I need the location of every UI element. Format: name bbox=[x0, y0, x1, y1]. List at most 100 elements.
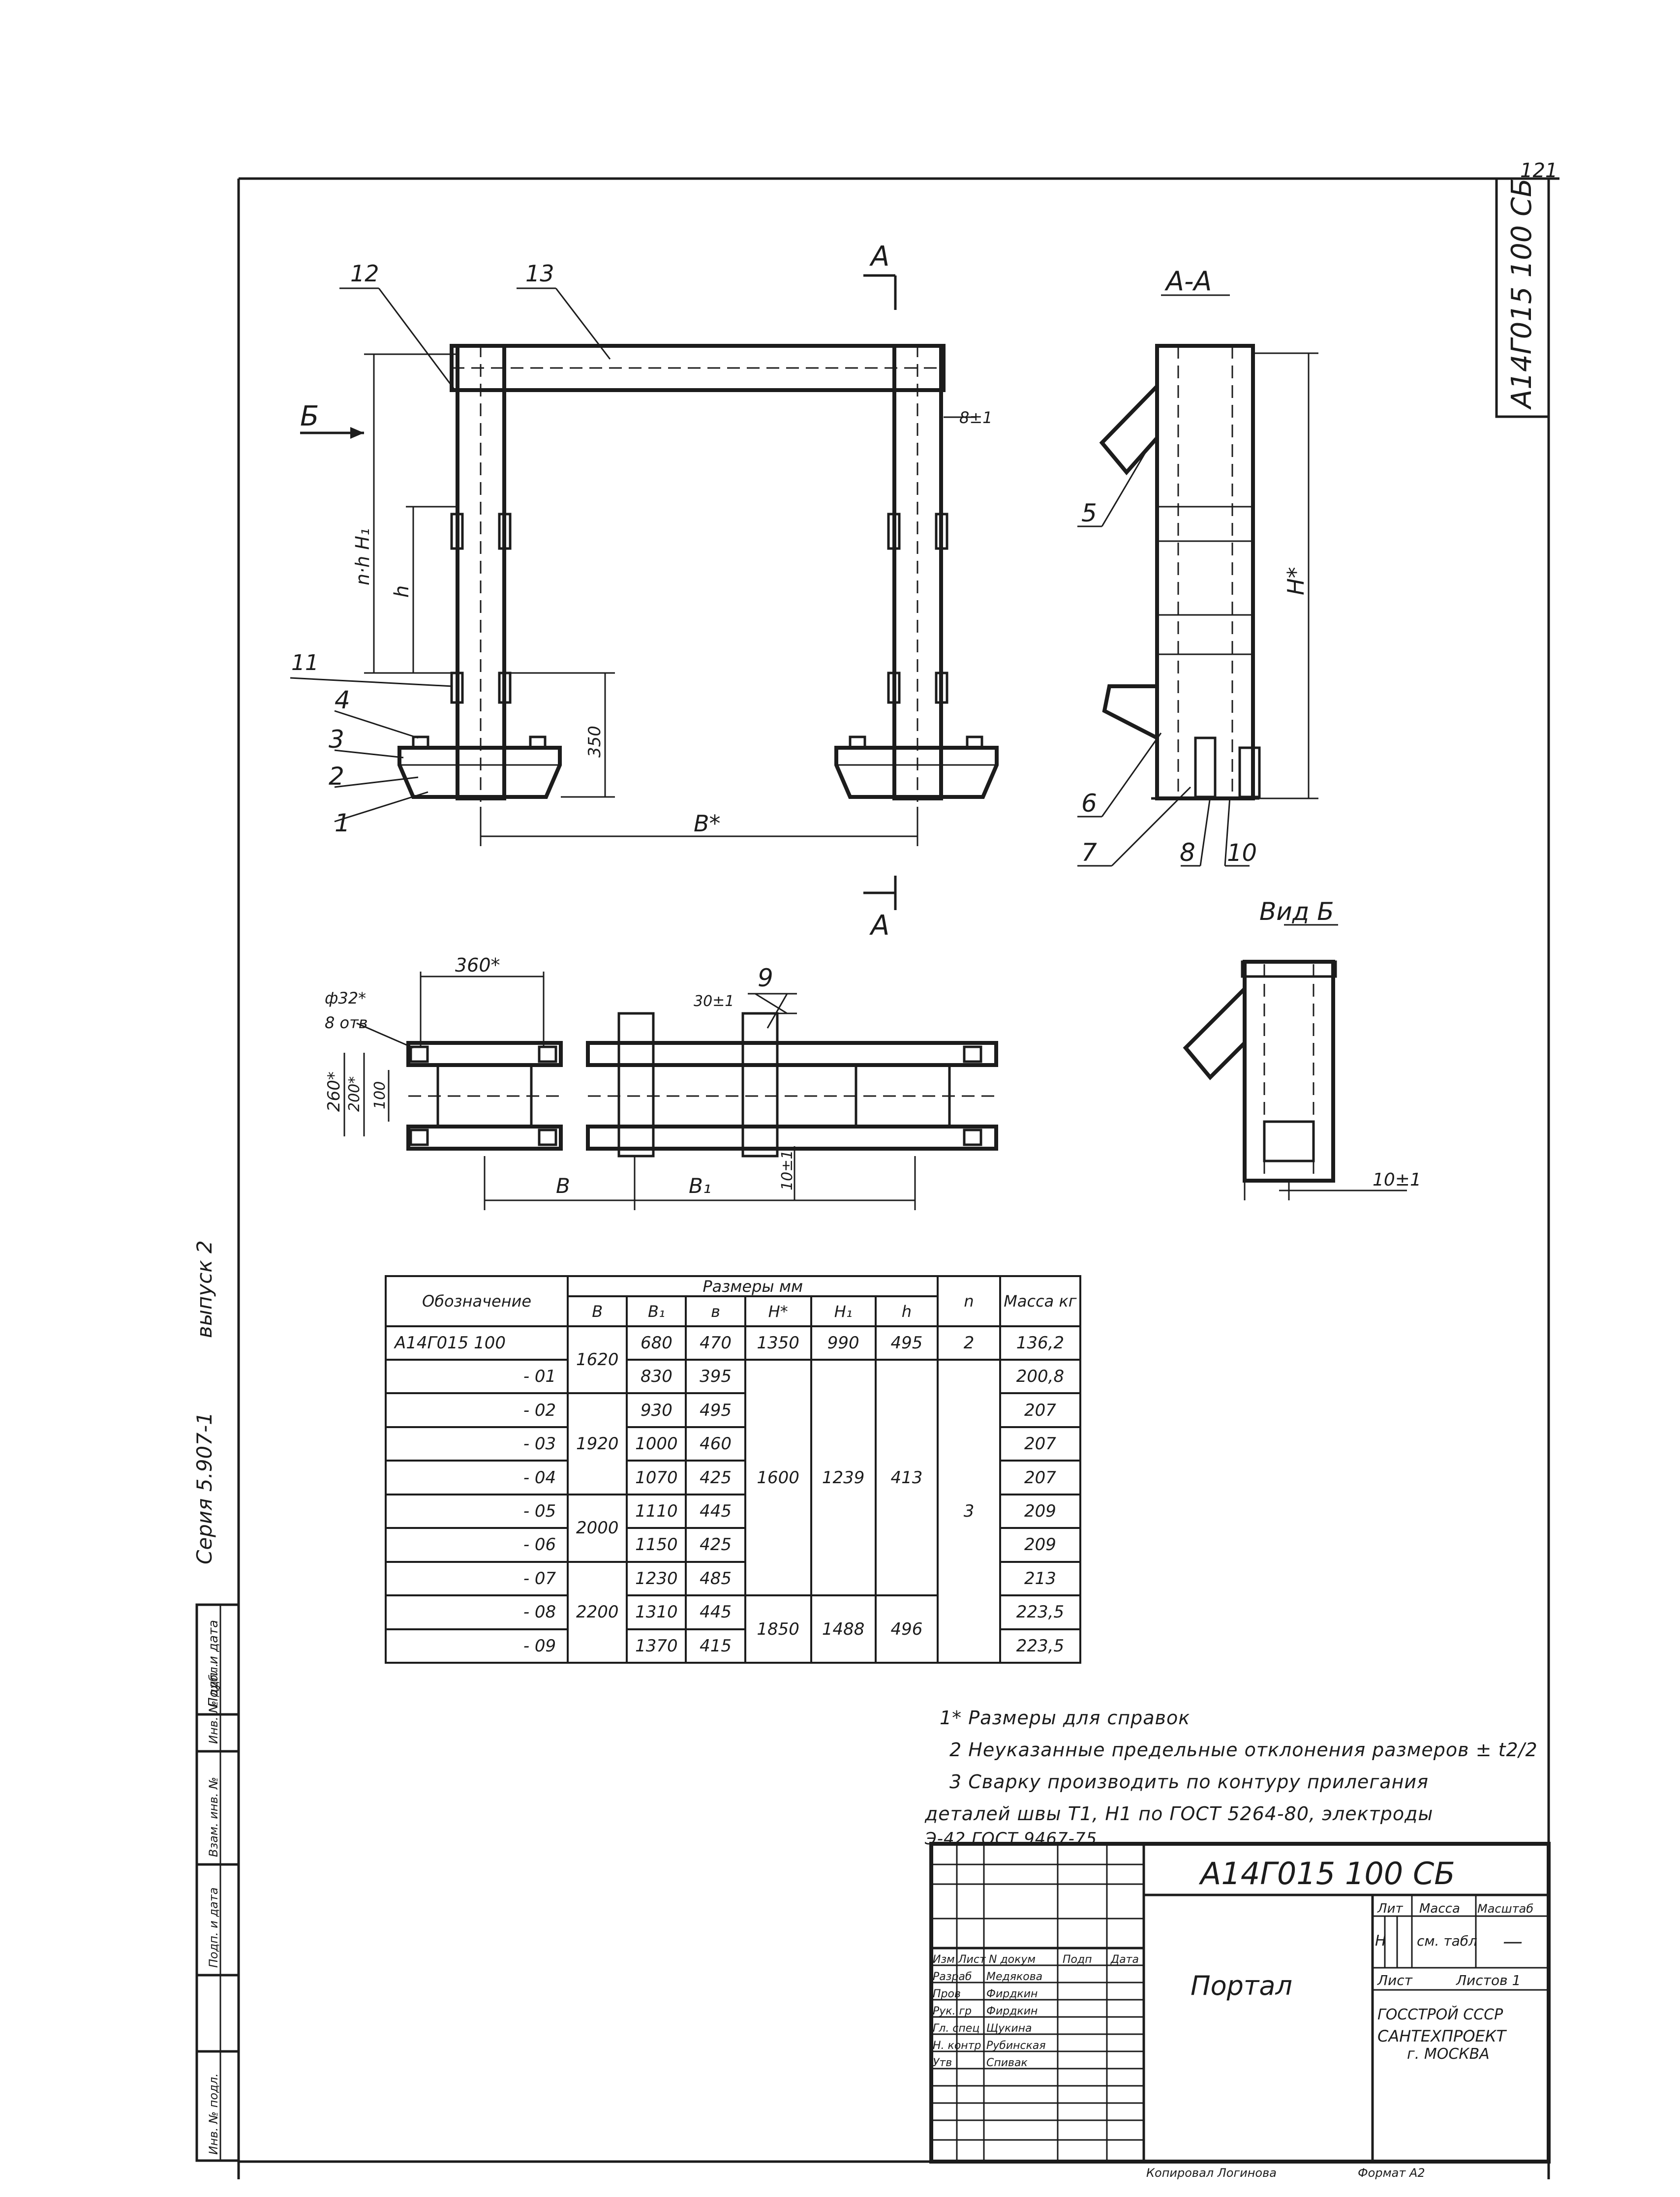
table-row: А14Г015 100 1620 680 470 1350 990 495 2 … bbox=[384, 1325, 1082, 1395]
series-label: Серия 5.907-1 bbox=[192, 1412, 216, 1564]
section-a-top: А bbox=[869, 241, 889, 273]
cell-h1: 990 bbox=[810, 1325, 877, 1361]
stamp-3: Взам. инв. № bbox=[207, 1777, 220, 1857]
cell-designation: - 01 bbox=[384, 1359, 569, 1395]
cell-v: 425 bbox=[685, 1460, 746, 1495]
table-row: - 03 1000 460 207 bbox=[384, 1426, 1082, 1462]
stamp-1: Подп. и дата bbox=[206, 1620, 221, 1707]
note-5: Э-42 ГОСТ 9467-75 bbox=[925, 1829, 1098, 1849]
cell-b1: 1310 bbox=[626, 1594, 687, 1630]
cell-mass: 207 bbox=[999, 1460, 1082, 1495]
cell-v: 460 bbox=[685, 1426, 746, 1462]
title-scale-header: Масштаб bbox=[1477, 1902, 1533, 1916]
th-h1: H₁ bbox=[810, 1295, 877, 1327]
cell-mass: 136,2 bbox=[999, 1325, 1082, 1361]
table-row: - 08 1310 445 1850 1488 496 223,5 bbox=[384, 1594, 1082, 1664]
cell-b: 2200 bbox=[567, 1560, 628, 1664]
table-row: - 05 2000 1110 445 209 bbox=[384, 1493, 1082, 1563]
arrow-b-label: Б bbox=[300, 400, 319, 432]
cell-h1: 1239 bbox=[810, 1359, 877, 1597]
stamp-4: Подп. и дата bbox=[207, 1888, 220, 1968]
dim-10a: 10±1 bbox=[779, 1150, 796, 1190]
th-mass: Масса кг bbox=[999, 1275, 1082, 1327]
th-sizes: Размеры мм bbox=[567, 1275, 939, 1298]
cell-designation: А14Г015 100 bbox=[384, 1325, 569, 1361]
cell-b1: 680 bbox=[626, 1325, 687, 1361]
cell-designation: - 05 bbox=[384, 1493, 569, 1529]
cell-h: 495 bbox=[874, 1325, 939, 1361]
title-mass-header: Масса bbox=[1419, 1901, 1460, 1916]
table-row: - 06 1150 425 209 bbox=[384, 1527, 1082, 1563]
dim-200: 200* bbox=[346, 1076, 363, 1112]
col-h-date: Дата bbox=[1110, 1953, 1139, 1966]
plan-view bbox=[343, 972, 998, 1210]
table-row: - 09 1370 415 223,5 bbox=[384, 1628, 1082, 1664]
th-b: B bbox=[567, 1295, 628, 1327]
cell-v: 470 bbox=[685, 1325, 746, 1361]
cell-n: 3 bbox=[937, 1359, 1001, 1664]
table-row: - 07 2200 1230 485 213 bbox=[384, 1560, 1082, 1664]
cell-b1: 1150 bbox=[626, 1527, 687, 1563]
callout-13: 13 bbox=[525, 260, 554, 287]
th-h: h bbox=[874, 1295, 939, 1327]
cell-b1: 930 bbox=[626, 1392, 687, 1428]
copied-by: Копировал Логинова bbox=[1146, 2166, 1277, 2180]
sig-role-4: Н. контр bbox=[933, 2040, 981, 2052]
view-b bbox=[1183, 924, 1407, 1200]
dim-h: h bbox=[391, 585, 413, 598]
sig-role-5: Утв bbox=[933, 2057, 952, 2069]
callout-12: 12 bbox=[350, 260, 379, 287]
title-doc-code: А14Г015 100 СБ bbox=[1198, 1856, 1455, 1892]
col-h-sign: Подп bbox=[1063, 1953, 1092, 1966]
sig-name-5: Спивак bbox=[986, 2057, 1028, 2069]
spec-table: Обозначение Размеры мм n Масса кг B B₁ в… bbox=[384, 1275, 1082, 1664]
sig-role-3: Гл. спец bbox=[933, 2022, 979, 2035]
cell-designation: - 03 bbox=[384, 1426, 569, 1462]
cell-v: 495 bbox=[685, 1392, 746, 1428]
section-aa-label: А-А bbox=[1164, 266, 1212, 297]
cell-b: 2000 bbox=[567, 1493, 628, 1563]
front-view bbox=[290, 274, 999, 910]
dim-10b: 10±1 bbox=[1373, 1170, 1421, 1190]
sig-name-1: Фирдкин bbox=[986, 1988, 1038, 2000]
cell-v: 445 bbox=[685, 1493, 746, 1529]
note-2: 2 Неуказанные предельные отклонения разм… bbox=[949, 1739, 1538, 1761]
col-h-doc: N докум bbox=[989, 1953, 1036, 1966]
dim-n-h-h1: n·h H₁ bbox=[352, 528, 373, 585]
callout-5: 5 bbox=[1081, 499, 1097, 527]
cell-v: 395 bbox=[685, 1359, 746, 1395]
cell-b1: 1070 bbox=[626, 1460, 687, 1495]
th-b1: B₁ bbox=[626, 1295, 687, 1327]
cell-h: 413 bbox=[874, 1359, 939, 1597]
table-row: - 04 1070 425 207 bbox=[384, 1460, 1082, 1495]
dim-b1: B₁ bbox=[689, 1174, 711, 1198]
dim-8: 8±1 bbox=[959, 408, 993, 427]
cell-mass: 223,5 bbox=[999, 1594, 1082, 1630]
stamp-5: Инв. № подл. bbox=[207, 2073, 220, 2155]
dim-350: 350 bbox=[585, 726, 605, 758]
cell-mass: 223,5 bbox=[999, 1628, 1082, 1664]
dim-hole-count: 8 отв bbox=[325, 1013, 368, 1032]
dim-360: 360* bbox=[455, 954, 500, 976]
cell-mass: 207 bbox=[999, 1426, 1082, 1462]
col-h-list: Лист bbox=[958, 1953, 986, 1966]
cell-v: 425 bbox=[685, 1527, 746, 1563]
cell-designation: - 08 bbox=[384, 1594, 569, 1630]
cell-b: 1920 bbox=[567, 1392, 628, 1495]
cell-designation: - 07 bbox=[384, 1560, 569, 1597]
dim-100: 100 bbox=[371, 1081, 389, 1109]
cell-designation: - 06 bbox=[384, 1527, 569, 1563]
cell-b1: 1110 bbox=[626, 1493, 687, 1529]
cell-v: 485 bbox=[685, 1560, 746, 1597]
callout-8: 8 bbox=[1180, 838, 1195, 867]
title-sheet-label: Лист bbox=[1377, 1972, 1413, 1988]
title-name: Портал bbox=[1191, 1970, 1292, 2001]
callout-2: 2 bbox=[329, 762, 344, 791]
cell-mass: 200,8 bbox=[999, 1359, 1082, 1395]
cell-h-star: 1600 bbox=[744, 1359, 812, 1597]
sig-role-0: Разраб bbox=[933, 1971, 972, 1983]
dim-260: 260* bbox=[324, 1071, 344, 1112]
cell-designation: - 02 bbox=[384, 1392, 569, 1428]
callout-7: 7 bbox=[1081, 838, 1097, 867]
title-org-3: г. МОСКВА bbox=[1407, 2045, 1490, 2063]
